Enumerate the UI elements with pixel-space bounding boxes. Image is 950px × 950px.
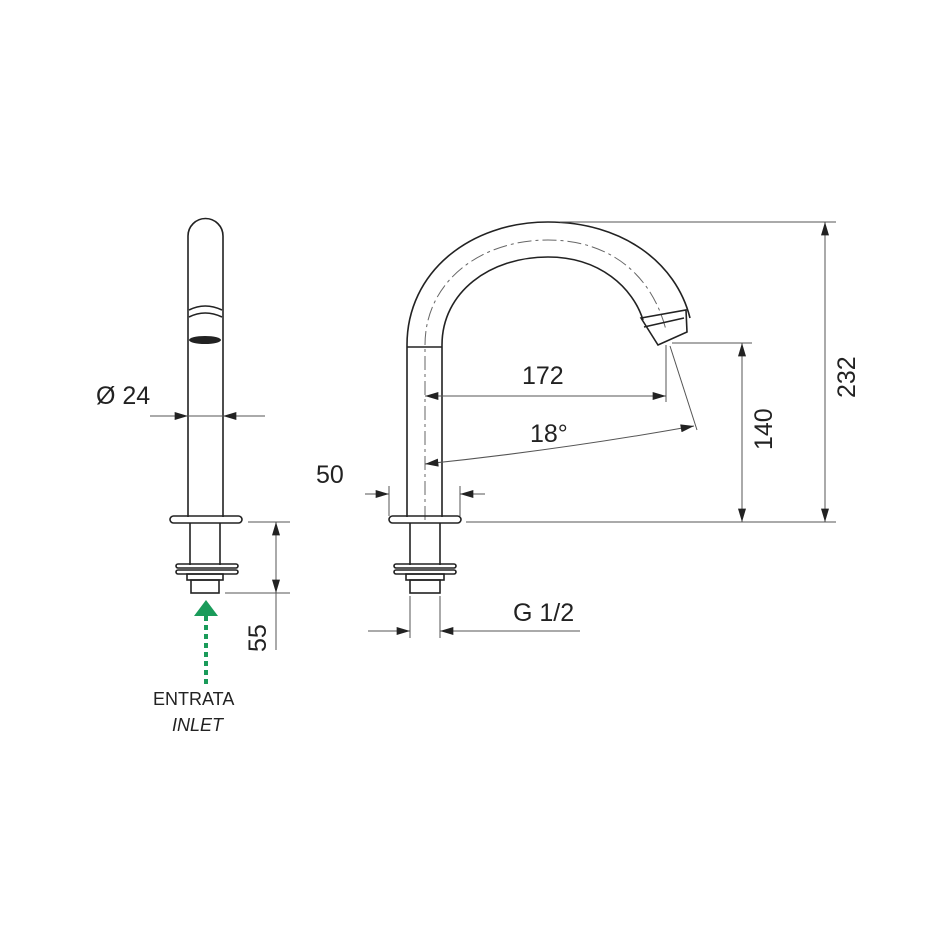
inlet-label-it: ENTRATA [153, 689, 234, 709]
spout-tube-side [187, 217, 224, 517]
inlet-arrow-icon [194, 600, 218, 684]
thread-label: G 1/2 [513, 599, 574, 627]
shank [189, 523, 221, 565]
side-view: Ø 24 55 ENTRATA INLET [96, 217, 290, 735]
nozzle [639, 309, 688, 347]
shank-length-label: 55 [244, 624, 272, 652]
inlet-fitting [190, 579, 220, 594]
flange [388, 515, 462, 524]
aerator-rings [188, 305, 223, 318]
angle-label: 18° [530, 420, 568, 448]
nut [186, 573, 224, 581]
inlet-label-en: INLET [172, 715, 225, 735]
reach-label: 172 [522, 362, 564, 390]
spout-inner [441, 256, 644, 517]
diameter-label: Ø 24 [96, 382, 150, 410]
flange [169, 515, 243, 524]
spout-outer [406, 221, 691, 517]
spout-height-label: 140 [750, 408, 778, 450]
total-height-label: 232 [833, 356, 861, 398]
front-view: 172 18° 50 140 232 G 1/2 [316, 221, 861, 638]
base-width-label: 50 [316, 461, 344, 489]
aerator-outlet [189, 336, 221, 344]
